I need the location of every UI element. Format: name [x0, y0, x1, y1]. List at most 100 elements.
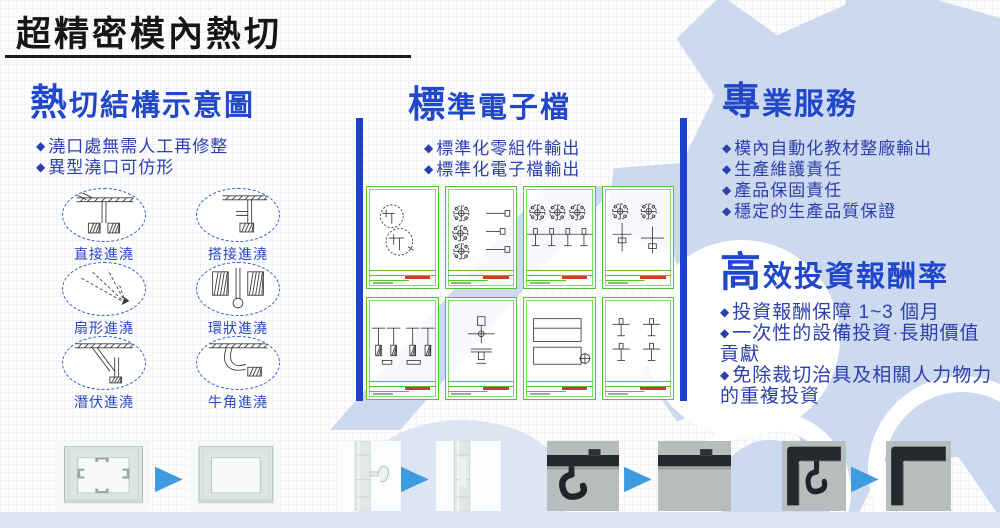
photo-white-edge-before-trim	[337, 441, 401, 511]
blue-divider-bar-left	[356, 118, 363, 401]
cad-title-block	[604, 270, 671, 286]
left-bullet-list: ◆澆口處無需人工再修整 ◆異型澆口可仿形	[36, 136, 326, 178]
arrow-right-icon: ▶	[624, 457, 652, 496]
photo-frame-after-trim	[190, 441, 280, 511]
cad-drawing-icon	[379, 204, 414, 256]
bullet-item: ◆一次性的設備投資·長期價值貢獻	[720, 323, 980, 365]
cad-drawing-icon	[371, 327, 435, 365]
photo-frame-before-trim	[55, 441, 150, 511]
diamond-bullet-icon: ◆	[424, 141, 435, 155]
cad-title-block	[526, 270, 593, 286]
cad-sheet	[444, 186, 517, 289]
bullet-item: ◆投資報酬保障 1~3 個月	[720, 302, 941, 323]
cad-title-block	[604, 381, 671, 397]
product-photo-icon	[190, 441, 280, 511]
cad-title-block	[447, 381, 514, 397]
cad-title-block	[526, 381, 593, 397]
product-photo-icon	[337, 441, 401, 511]
diamond-bullet-icon: ◆	[36, 139, 47, 153]
product-photo-icon	[886, 441, 951, 511]
gate-label: 環狀進澆	[208, 320, 268, 336]
cad-title-text-green	[529, 393, 550, 395]
title-underline	[5, 55, 411, 58]
services-bullet-list: ◆模內自動化教材整廠輸出 ◆生產維護責任 ◆產品保固責任 ◆穩定的生產品質保證	[722, 138, 996, 222]
cad-sheet	[601, 297, 674, 400]
diamond-bullet-icon: ◆	[720, 326, 731, 340]
arrow-right-icon: ▶	[155, 457, 183, 496]
product-photo-icon	[658, 441, 731, 511]
arrow-right-icon: ▶	[401, 457, 429, 496]
cad-title-text-red	[561, 387, 588, 390]
page-title: 超精密模內熱切	[16, 15, 283, 54]
section-header-hot-cut-structure: 熱切結構示意圖	[30, 82, 256, 123]
photo-black-corner-after-trim	[886, 441, 951, 511]
gate-label: 直接進澆	[74, 246, 134, 262]
cad-drawing-icon	[612, 318, 660, 361]
gate-label: 扇形進澆	[74, 320, 134, 336]
bullet-item: ◆模內自動化教材整廠輸出	[722, 139, 933, 158]
cad-title-text-green	[451, 282, 472, 284]
cad-title-text-green	[451, 393, 472, 395]
cad-drawing-icon	[451, 205, 510, 260]
gate-sketch-icon	[212, 267, 264, 308]
diamond-bullet-icon: ◆	[720, 305, 731, 319]
section-header-professional-service: 專業服務	[722, 81, 859, 123]
gate-oval	[196, 262, 280, 316]
bullet-item: ◆免除裁切治具及相關人力物力的重複投資	[720, 365, 993, 407]
diamond-bullet-icon: ◆	[722, 204, 733, 218]
gate-diagram-fan: 扇形進澆	[62, 262, 146, 338]
cad-title-text-red	[640, 276, 666, 279]
bullet-item: ◆生產維護責任	[722, 160, 843, 179]
arrow-right-icon: ▶	[851, 457, 879, 496]
product-photo-icon	[547, 441, 619, 511]
cad-title-block	[447, 270, 514, 286]
section-header-standard-files: 標準電子檔	[408, 84, 572, 125]
bullet-item: ◆標準化電子檔輸出	[424, 160, 581, 179]
section-header-roi: 高效投資報酬率	[720, 249, 950, 295]
cad-sheet	[523, 297, 596, 400]
cad-title-text-green	[529, 282, 550, 284]
photo-black-bar-after-trim	[658, 441, 731, 511]
diamond-bullet-icon: ◆	[722, 183, 733, 197]
diamond-bullet-icon: ◆	[722, 141, 733, 155]
roi-bullet-list: ◆投資報酬保障 1~3 個月 ◆一次性的設備投資·長期價值貢獻 ◆免除裁切治具及…	[720, 302, 998, 407]
diamond-bullet-icon: ◆	[36, 160, 47, 174]
cad-title-text-red	[404, 276, 431, 279]
cad-drawing-icon	[533, 318, 591, 365]
product-photo-icon	[55, 441, 150, 511]
bullet-item: ◆產品保固責任	[722, 181, 843, 200]
gate-sketch-icon	[222, 195, 268, 233]
gate-diagram-overlap: 搭接進澆	[196, 188, 280, 264]
cad-drawing-icon	[467, 316, 495, 364]
gate-sketch-icon	[80, 269, 130, 305]
diamond-bullet-icon: ◆	[424, 162, 435, 176]
cad-title-text-green	[372, 282, 393, 284]
cad-drawing-icon	[611, 203, 664, 254]
cad-drawing-grid	[366, 186, 674, 400]
cad-title-text-red	[404, 387, 431, 390]
gate-label: 搭接進澆	[208, 246, 268, 262]
gate-diagram-direct: 直接進澆	[62, 188, 146, 264]
gate-diagram-ring: 環狀進澆	[196, 262, 280, 338]
bullet-item: ◆穩定的生產品質保證	[722, 202, 897, 221]
bullet-item: ◆標準化零組件輸出	[424, 139, 581, 158]
cad-title-text-red	[483, 276, 509, 279]
gate-diagram-submarine: 潛伏進澆	[62, 336, 146, 412]
gate-sketch-icon	[74, 343, 134, 383]
gate-sketch-icon	[76, 191, 134, 234]
photo-black-corner-before-trim	[782, 441, 846, 511]
cad-sheet	[601, 186, 674, 289]
product-photo-icon	[436, 441, 501, 511]
gate-sketch-icon	[208, 343, 268, 377]
cad-drawing-icon	[526, 204, 593, 247]
cad-title-text-green	[608, 282, 629, 284]
gate-oval	[62, 188, 146, 242]
cad-title-text-red	[640, 387, 666, 390]
cad-sheet	[444, 297, 517, 400]
cad-sheet	[523, 186, 596, 289]
diamond-bullet-icon: ◆	[720, 368, 731, 382]
gate-label: 牛角進澆	[208, 394, 268, 410]
cad-title-block	[369, 381, 436, 397]
bullet-item: ◆異型澆口可仿形	[36, 158, 175, 177]
